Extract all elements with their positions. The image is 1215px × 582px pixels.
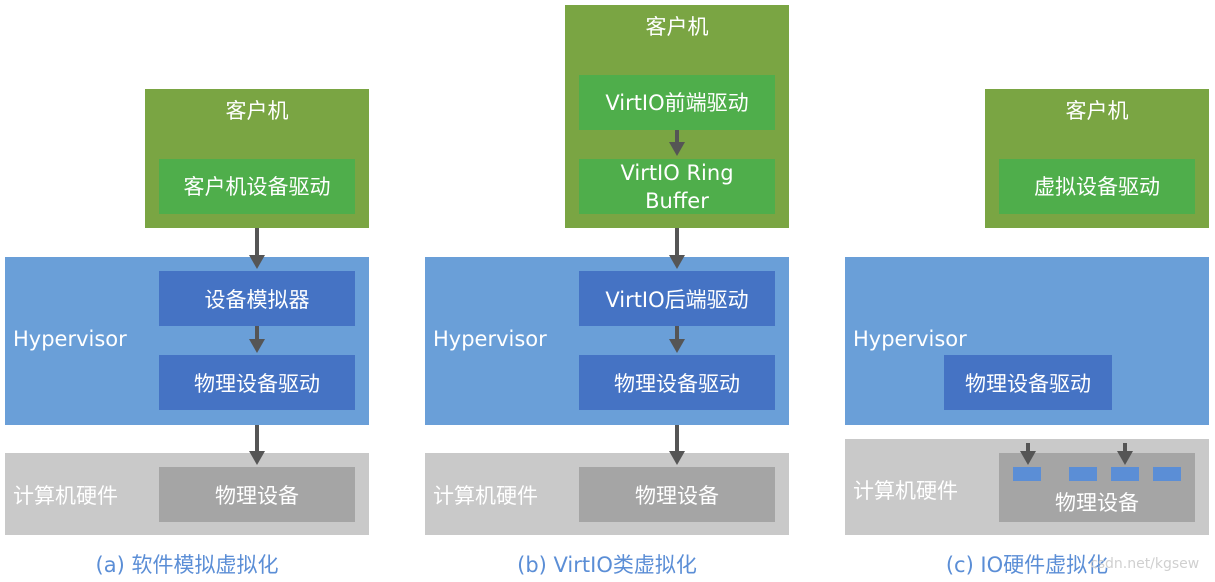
panel-c-hardware-label: 计算机硬件: [853, 479, 958, 503]
panel-b-ring-buffer: VirtIO Ring Buffer: [579, 159, 775, 214]
panel-c-arrow-to-port-1: [1020, 443, 1036, 465]
panel-b-guest-box: 客户机 VirtIO前端驱动 VirtIO Ring Buffer: [565, 5, 789, 228]
panel-b-frontend-driver: VirtIO前端驱动: [579, 75, 775, 130]
panel-c-guest-box: 客户机 虚拟设备驱动: [985, 89, 1209, 228]
panel-b-caption: (b) VirtIO类虚拟化: [517, 553, 697, 577]
panel-a-phys-driver: 物理设备驱动: [159, 355, 355, 410]
panel-c-caption: (c) IO硬件虚拟化: [945, 553, 1109, 577]
panel-b-arrow-backend-to-driver: [669, 326, 685, 353]
panel-a-phys-device: 物理设备: [159, 467, 355, 522]
panel-a-guest-box: 客户机 客户机设备驱动: [145, 89, 369, 228]
panel-a-hardware-box: 计算机硬件 物理设备: [5, 453, 369, 535]
panel-b-phys-driver: 物理设备驱动: [579, 355, 775, 410]
panel-b-arrow-driver-to-device: [669, 425, 685, 465]
panel-a-arrow-emulator-to-driver: [249, 326, 265, 353]
panel-c-device-port-4: [1153, 467, 1181, 481]
panel-c-phys-device-label: 物理设备: [1055, 491, 1139, 515]
panel-a-emulator: 设备模拟器: [159, 271, 355, 326]
panel-c-phys-driver: 物理设备驱动: [944, 355, 1112, 410]
panel-c-virt-driver: 虚拟设备驱动: [999, 159, 1195, 214]
panel-c-hypervisor-label: Hypervisor: [853, 327, 967, 351]
panel-b-hypervisor-label: Hypervisor: [433, 327, 547, 351]
panel-c-device-port-2: [1069, 467, 1097, 481]
panel-b-guest-title: 客户机: [645, 15, 709, 39]
panel-a-hypervisor-label: Hypervisor: [13, 327, 127, 351]
panel-a-arrow-guest-to-emulator: [249, 228, 265, 269]
panel-c-hypervisor-box: Hypervisor 物理设备驱动: [845, 257, 1209, 425]
panel-a-arrow-driver-to-device: [249, 425, 265, 465]
panel-b-ring-line2: Buffer: [645, 188, 709, 213]
panel-a-hardware-label: 计算机硬件: [13, 484, 118, 508]
panel-b-phys-device: 物理设备: [579, 467, 775, 522]
panel-a-guest-driver: 客户机设备驱动: [159, 159, 355, 214]
panel-b-arrow-guest-to-backend: [669, 228, 685, 269]
panel-a-guest-title: 客户机: [225, 99, 289, 123]
panel-b-arrow-frontend-to-ring: [669, 130, 685, 156]
panel-a-hypervisor-box: Hypervisor 设备模拟器 物理设备驱动: [5, 257, 369, 425]
panel-b-hypervisor-box: Hypervisor VirtIO后端驱动 物理设备驱动: [425, 257, 789, 425]
panel-c-guest-title: 客户机: [1065, 99, 1129, 123]
panel-c-device-port-1: [1013, 467, 1041, 481]
panel-b-hardware-label: 计算机硬件: [433, 484, 538, 508]
watermark: csdn.net/kgsew: [1090, 556, 1200, 572]
panel-c-arrow-to-port-3: [1117, 443, 1133, 465]
panel-b-backend-driver: VirtIO后端驱动: [579, 271, 775, 326]
panel-c-device-port-3: [1111, 467, 1139, 481]
panel-a-caption: (a) 软件模拟虚拟化: [95, 553, 279, 577]
panel-b-ring-line1: VirtIO Ring: [620, 160, 734, 185]
panel-b-hardware-box: 计算机硬件 物理设备: [425, 453, 789, 535]
